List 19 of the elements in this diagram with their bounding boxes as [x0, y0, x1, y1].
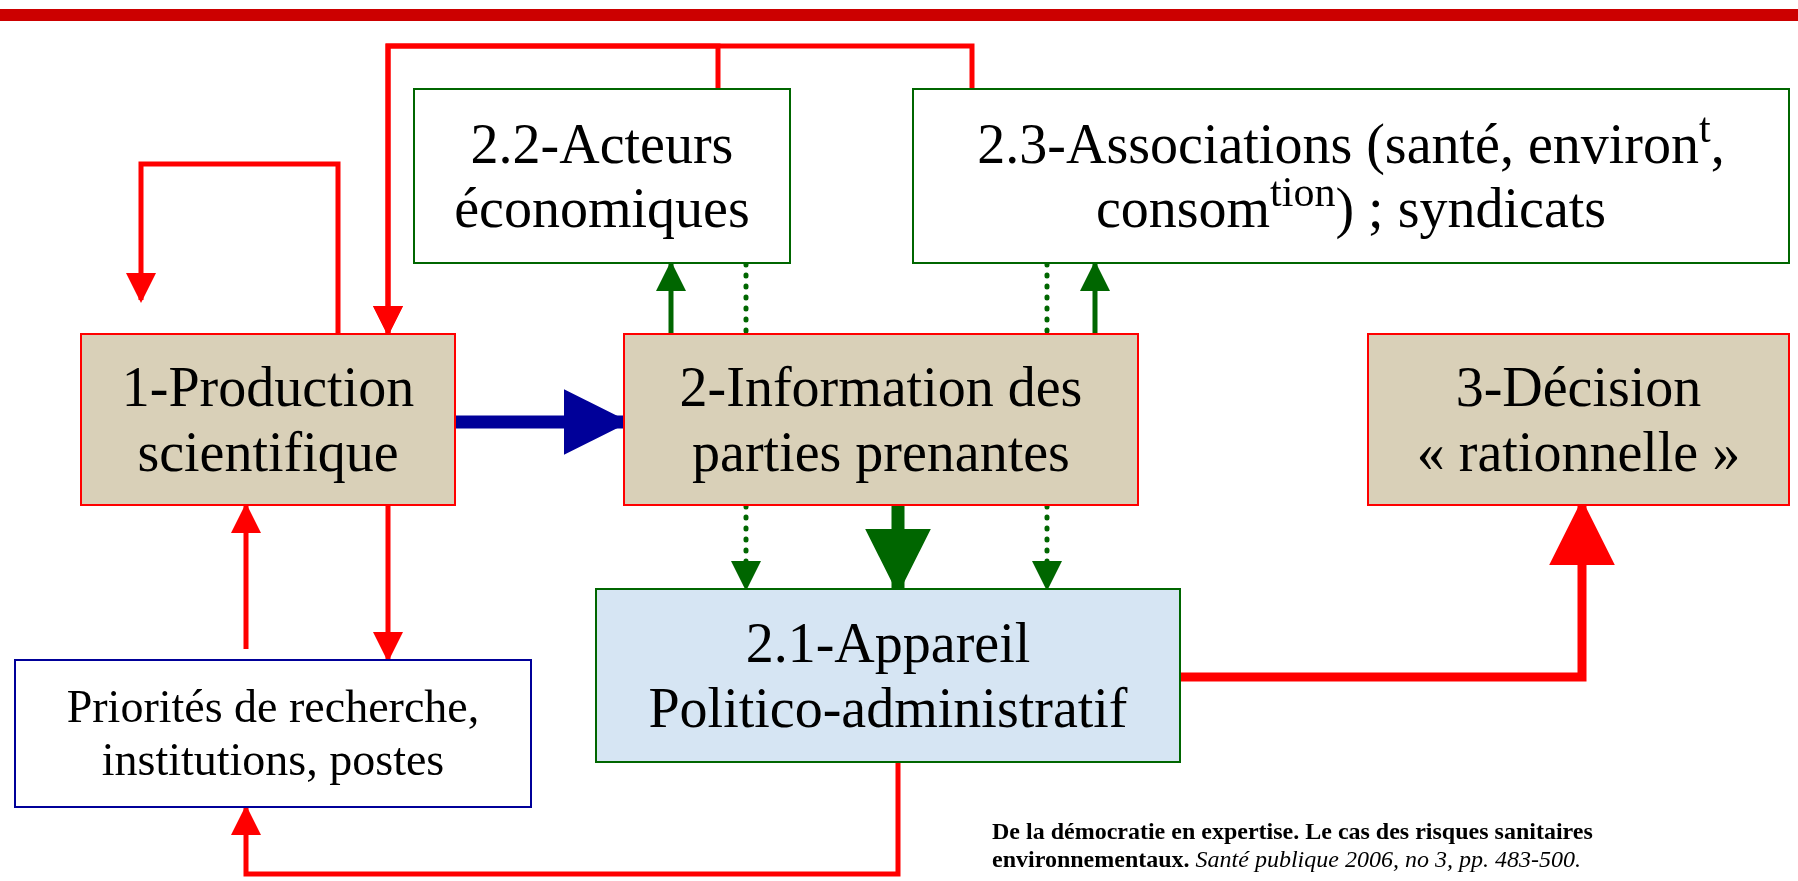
decision-box: [1367, 333, 1790, 506]
node-label: 2.2-Acteurs économiques: [453, 111, 751, 241]
node-label: 2.1-Appareil Politico-administratif: [647, 611, 1129, 740]
arrow: [231, 763, 901, 877]
arrow: [373, 43, 975, 336]
citation-text: De la démocratie en expertise. Le cas des risques sanitaires environnementaux. Santé publique 2006, no 3, pp. 483-500.: [992, 818, 1594, 874]
node-label: Priorités de recherche, institutions, postes: [65, 680, 481, 787]
node-label: 2.3-Associations (santé, environ$^{t}$, consom$^{tion}$) ; syndicats: [976, 111, 1726, 241]
node-label: 3-Décision « rationnelle »: [1415, 355, 1742, 484]
actor-box: [912, 88, 1790, 264]
actor-box: [413, 88, 791, 264]
institution-box: [595, 588, 1181, 763]
process-box: [623, 333, 1139, 506]
arrow: [373, 506, 403, 662]
note-box: [14, 659, 532, 808]
process-box: [80, 333, 456, 506]
node-label: 1-Production scientifique: [120, 355, 416, 484]
node-label: 2-Information des parties prenantes: [678, 355, 1084, 484]
arrow: [126, 161, 341, 333]
